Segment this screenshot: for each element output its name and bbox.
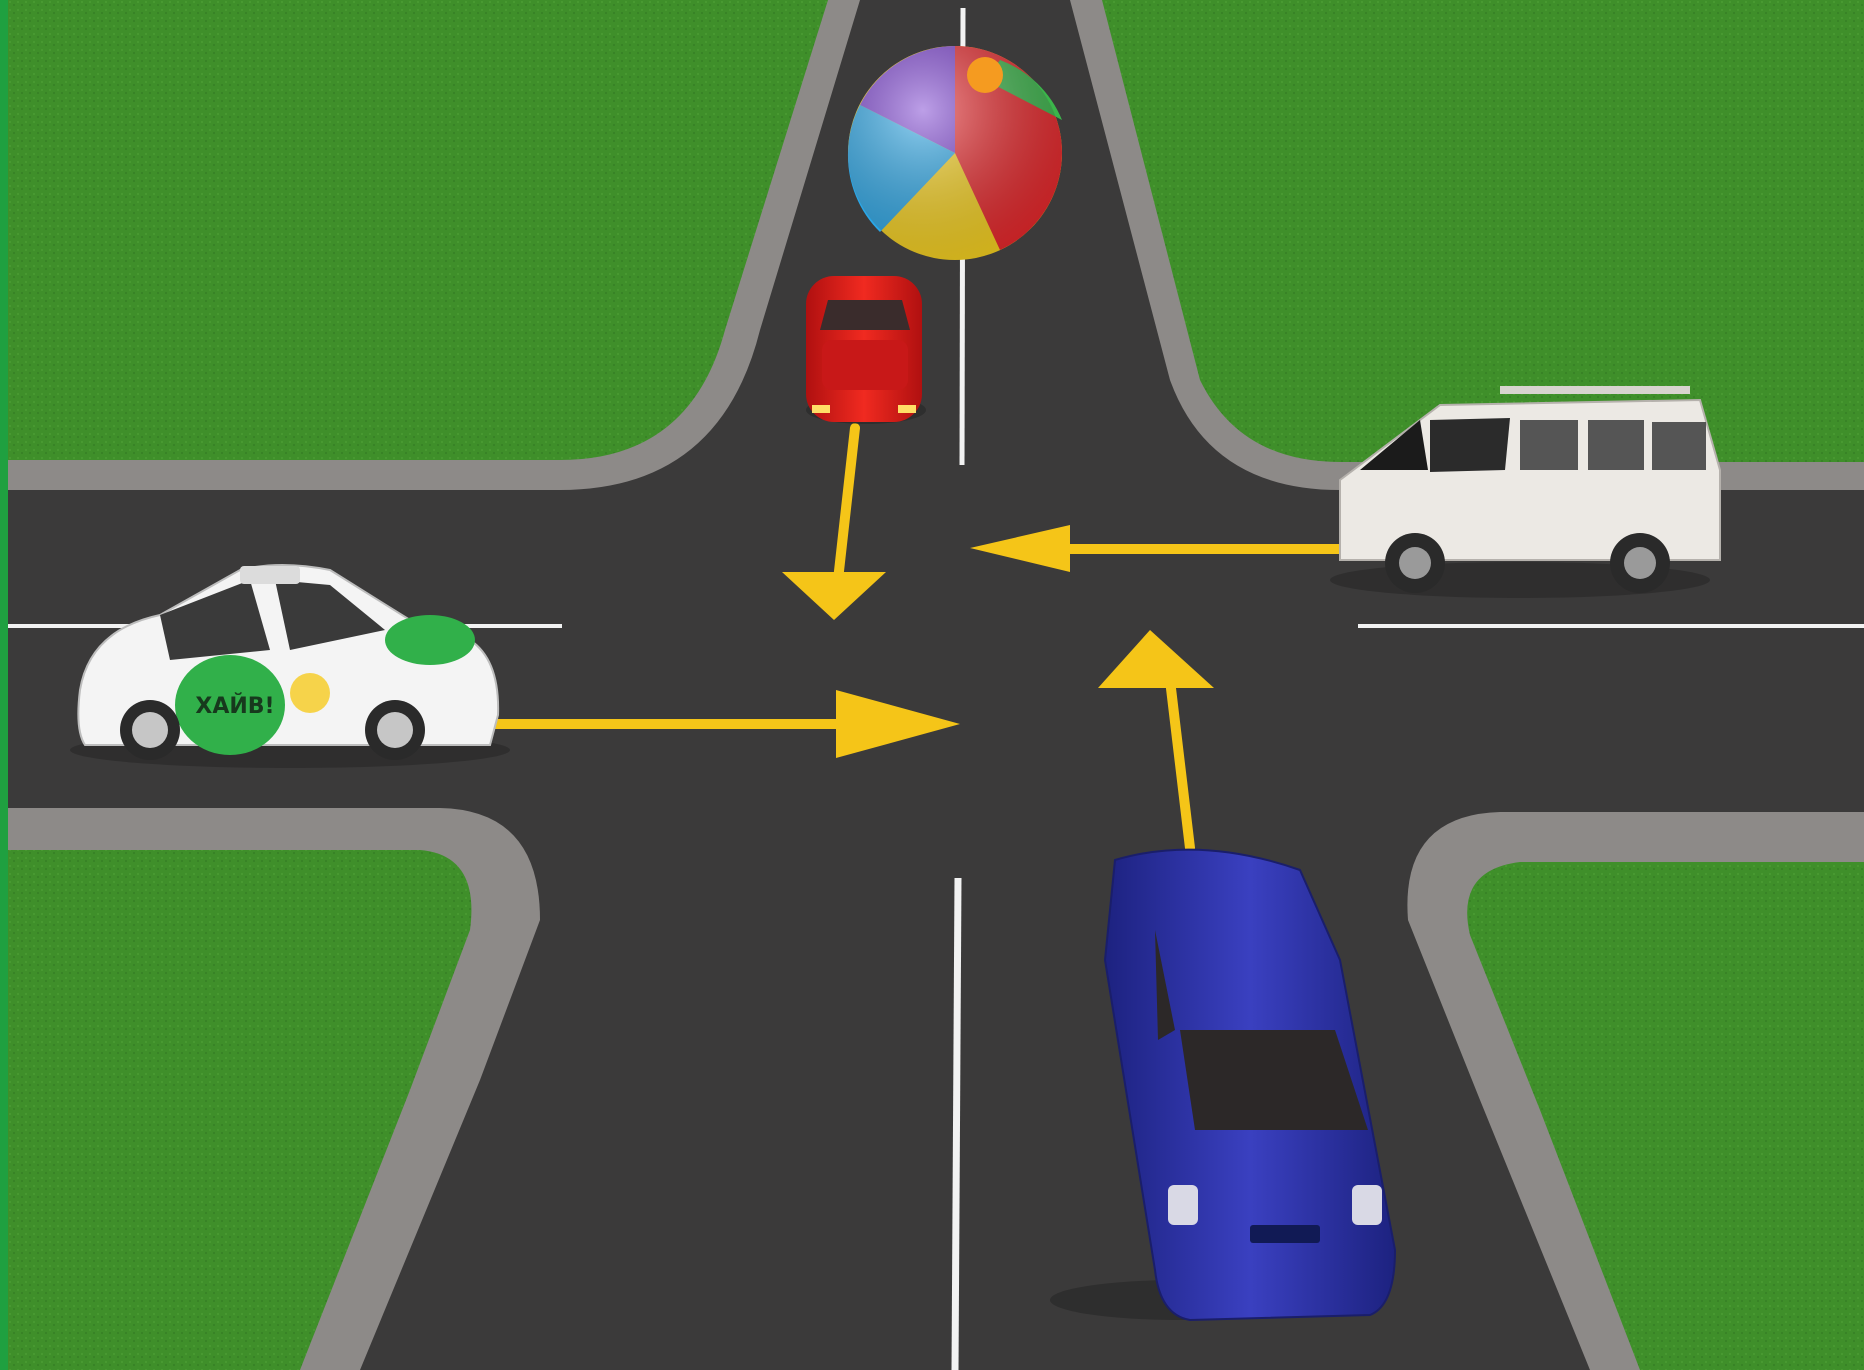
beach-ball bbox=[848, 46, 1062, 260]
red-car bbox=[806, 276, 926, 424]
grass-top-right bbox=[1102, 0, 1864, 462]
lane-marking-bottom bbox=[955, 878, 958, 1370]
taxi-logo-text: ХАЙВ! bbox=[195, 693, 274, 719]
left-frame-border bbox=[0, 0, 8, 1370]
